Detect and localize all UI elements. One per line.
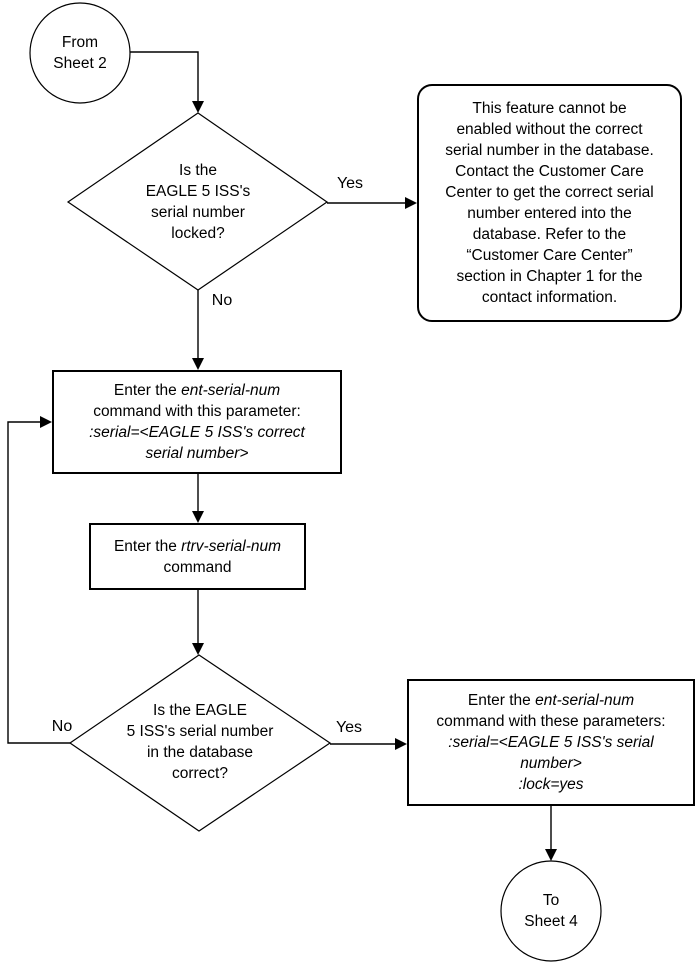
arrowhead-down-icon [192, 101, 204, 113]
connector-decision1-yes-to-info [327, 197, 417, 209]
edge-label-yes-locked: Yes [336, 175, 364, 192]
arrowhead-down-icon [192, 511, 204, 523]
connector-process3-to-end [545, 806, 557, 861]
arrowhead-right-icon [395, 738, 407, 750]
connector-decision2-yes-to-process3 [330, 738, 407, 750]
arrowhead-down-icon [192, 358, 204, 370]
arrowhead-right-icon [40, 416, 52, 428]
arrowhead-down-icon [545, 849, 557, 861]
start-circle-shape [29, 2, 131, 104]
edge-label-no-correct: No [51, 718, 73, 735]
connector-process1-to-process2 [192, 474, 204, 523]
edge-label-no-locked: No [211, 292, 233, 309]
connector-decision2-no-loop-to-process1 [7, 416, 70, 744]
connector-process2-to-decision2 [192, 590, 204, 655]
connector-start-to-decision1 [130, 51, 204, 113]
decision-serial-correct-shape [68, 654, 332, 832]
arrowhead-down-icon [192, 643, 204, 655]
arrowhead-right-icon [405, 197, 417, 209]
edge-label-yes-correct: Yes [335, 719, 363, 736]
connector-decision1-no-to-process1 [192, 290, 204, 370]
